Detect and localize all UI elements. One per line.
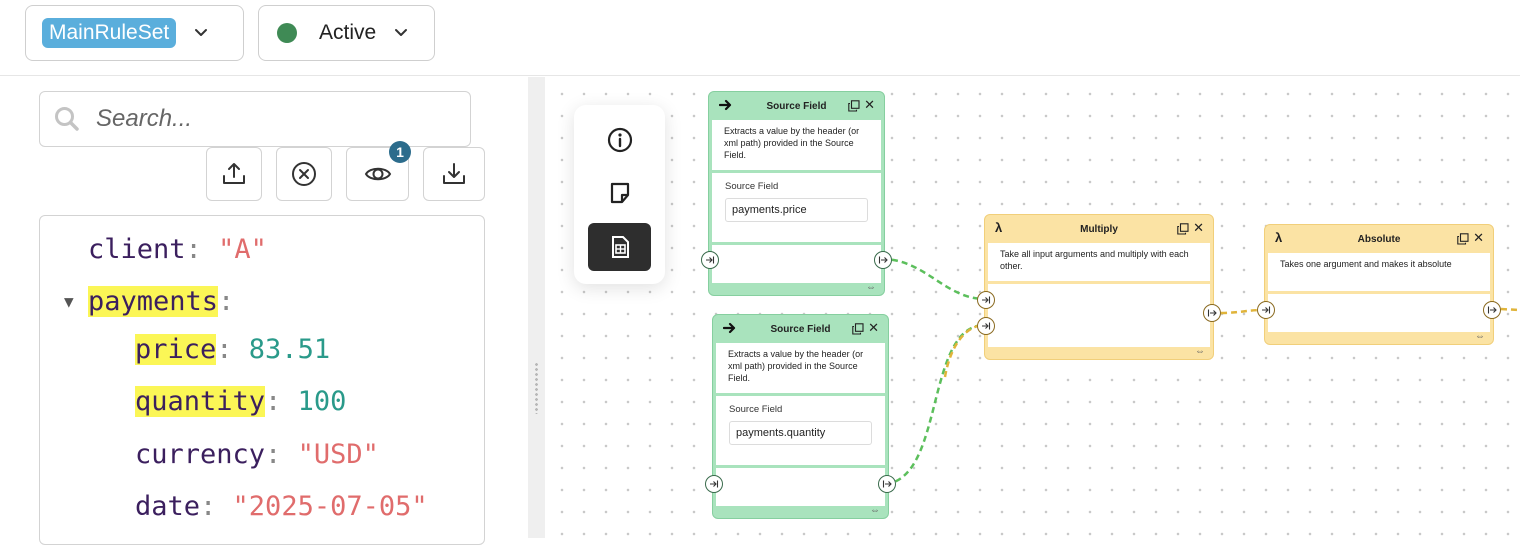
view-count-badge: 1	[389, 141, 411, 163]
node-title: Multiply	[1080, 223, 1118, 235]
search-input[interactable]	[96, 105, 426, 133]
absolute-node[interactable]: λ Absolute ✕ Takes one argument and make…	[1257, 224, 1501, 345]
output-port-icon[interactable]	[874, 251, 892, 269]
resize-icon[interactable]: ⇔	[1475, 331, 1485, 342]
collapse-triangle-icon[interactable]: ▼	[64, 292, 74, 311]
node-ports	[1268, 294, 1490, 332]
close-icon[interactable]: ✕	[864, 97, 875, 112]
node-ports	[716, 468, 885, 506]
node-title: Absolute	[1357, 233, 1401, 245]
node-field: Source Field payments.quantity	[716, 396, 885, 465]
input-port-icon[interactable]	[977, 291, 995, 309]
node-field: Source Field payments.price	[712, 173, 881, 242]
arrow-right-icon	[719, 99, 732, 111]
edge-absolute-out	[1500, 307, 1520, 312]
node-ports	[712, 245, 881, 283]
close-icon[interactable]: ✕	[1193, 220, 1204, 235]
arrow-right-icon	[723, 322, 736, 334]
resize-grip-icon[interactable]	[534, 362, 540, 414]
edge-source2-multiply	[885, 323, 986, 486]
status-dropdown[interactable]: Active	[258, 5, 435, 61]
canvas-toolbar	[574, 105, 665, 284]
panel-divider[interactable]	[528, 77, 545, 538]
close-circle-icon	[292, 162, 316, 186]
view-button[interactable]: 1	[346, 141, 411, 201]
json-viewer: client: "A" ▼ payments: price: 83.51 qua…	[39, 215, 485, 545]
json-row-quantity[interactable]: quantity: 100	[135, 386, 347, 417]
source-field-node-1[interactable]: Source Field ✕ Extracts a value by the h…	[701, 91, 892, 296]
upload-icon	[223, 163, 245, 184]
source-field-input[interactable]: payments.quantity	[729, 421, 872, 445]
source-field-node-2[interactable]: Source Field ✕ Extracts a value by the h…	[705, 314, 896, 519]
field-label: Source Field	[729, 404, 783, 415]
node-description: Takes one argument and makes it absolute	[1268, 253, 1490, 291]
input-port-icon[interactable]	[705, 475, 723, 493]
table-button[interactable]	[588, 223, 651, 271]
ruleset-label: MainRuleSet	[42, 18, 177, 48]
duplicate-icon[interactable]	[1177, 223, 1189, 235]
edge-source1-multiply	[881, 257, 986, 301]
node-description: Take all input arguments and multiply wi…	[988, 243, 1210, 281]
source-field-input[interactable]: payments.price	[725, 198, 868, 222]
upload-button[interactable]	[206, 147, 262, 201]
chevron-down-icon	[395, 29, 408, 36]
node-title: Source Field	[766, 100, 827, 112]
input-port-icon[interactable]	[701, 251, 719, 269]
chevron-down-icon	[195, 29, 208, 36]
search-icon	[55, 107, 79, 131]
resize-icon[interactable]: ⇔	[1195, 346, 1205, 357]
node-ports	[988, 284, 1210, 347]
json-row-currency[interactable]: currency: "USD"	[135, 439, 379, 470]
search-box	[39, 91, 471, 147]
info-button[interactable]	[588, 116, 651, 164]
resize-icon[interactable]: ⇔	[866, 282, 876, 293]
data-panel: 1 client: "A" ▼ payments: price: 83.51 q…	[0, 77, 528, 545]
flow-canvas[interactable]: Source Field ✕ Extracts a value by the h…	[545, 77, 1520, 538]
node-header[interactable]: Source Field ✕	[709, 92, 884, 120]
edge-multiply-absolute	[1220, 308, 1266, 315]
resize-icon[interactable]: ⇔	[870, 505, 880, 516]
download-icon	[443, 163, 465, 184]
node-description: Extracts a value by the header (or xml p…	[716, 343, 885, 393]
json-row-client[interactable]: client: "A"	[88, 234, 267, 265]
duplicate-icon[interactable]	[852, 323, 864, 335]
lambda-icon: λ	[995, 220, 1003, 235]
close-icon[interactable]: ✕	[1473, 230, 1484, 245]
node-description: Extracts a value by the header (or xml p…	[712, 120, 881, 170]
node-title: Source Field	[770, 323, 831, 335]
info-icon	[607, 127, 632, 153]
note-icon	[610, 182, 629, 204]
table-icon	[611, 236, 629, 258]
field-label: Source Field	[725, 181, 779, 192]
eye-icon	[364, 167, 391, 181]
ruleset-dropdown[interactable]: MainRuleSet	[25, 5, 244, 61]
lambda-icon: λ	[1275, 230, 1283, 245]
input-port-icon[interactable]	[1257, 301, 1275, 319]
output-port-icon[interactable]	[878, 475, 896, 493]
clear-button[interactable]	[276, 147, 332, 201]
top-bar: MainRuleSet Active	[0, 0, 1520, 76]
duplicate-icon[interactable]	[1457, 233, 1469, 245]
json-row-payments[interactable]: payments:	[88, 286, 235, 317]
node-header[interactable]: λ Multiply ✕	[985, 215, 1213, 243]
close-icon[interactable]: ✕	[868, 320, 879, 335]
output-port-icon[interactable]	[1203, 304, 1221, 322]
duplicate-icon[interactable]	[848, 100, 860, 112]
input-port-icon[interactable]	[977, 317, 995, 335]
status-dot	[277, 23, 297, 43]
multiply-node[interactable]: λ Multiply ✕ Take all input arguments an…	[977, 214, 1221, 360]
json-row-date[interactable]: date: "2025-07-05"	[135, 491, 428, 522]
node-header[interactable]: λ Absolute ✕	[1265, 225, 1493, 253]
note-button[interactable]	[588, 169, 651, 217]
json-row-price[interactable]: price: 83.51	[135, 334, 331, 365]
output-port-icon[interactable]	[1483, 301, 1501, 319]
status-label: Active	[319, 21, 377, 44]
download-button[interactable]	[423, 147, 485, 201]
node-header[interactable]: Source Field ✕	[713, 315, 888, 343]
